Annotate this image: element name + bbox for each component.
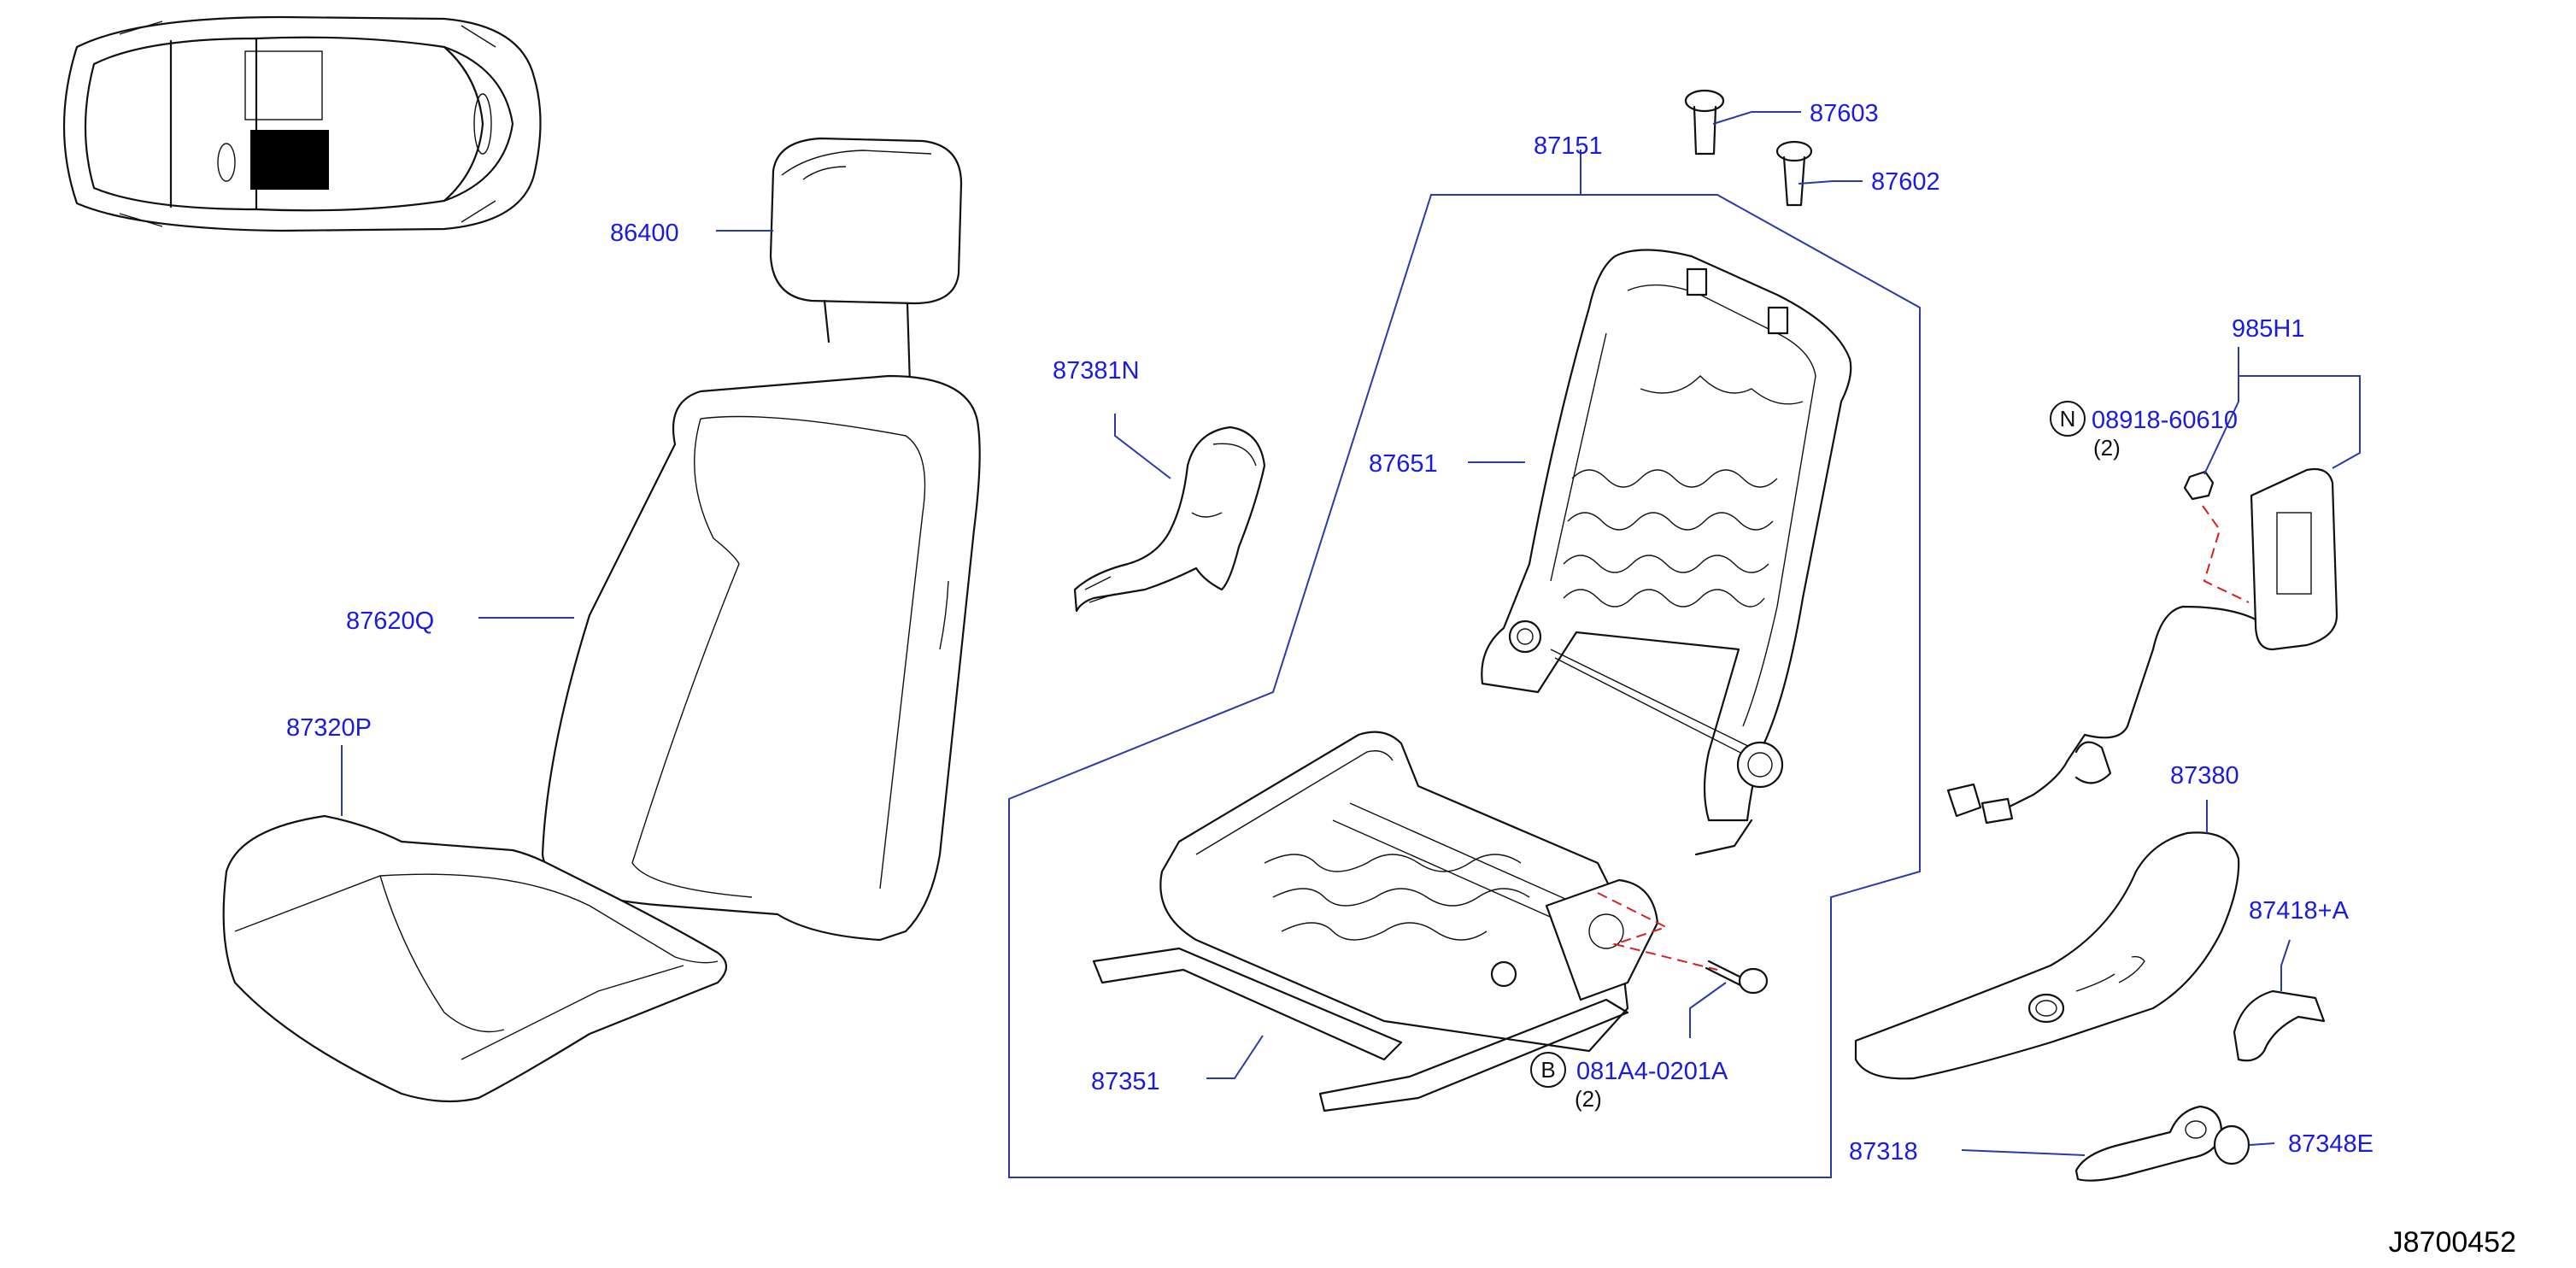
b-callout-letter: B — [1540, 1057, 1555, 1083]
vehicle-locator-icon — [62, 15, 542, 232]
seat-location-highlight — [250, 130, 329, 190]
part-label-87318: 87318 — [1849, 1138, 1918, 1165]
cover-87418A-part — [2233, 989, 2326, 1062]
quantity-08918-60610: (2) — [2093, 435, 2121, 461]
reclining-knob-87318-part — [2074, 1105, 2223, 1182]
part-label-985H1: 985H1 — [2232, 315, 2304, 343]
part-label-87620Q: 87620Q — [346, 608, 434, 635]
inner-side-cover-part — [1073, 426, 1266, 613]
seat-back-frame-part — [1481, 249, 1852, 856]
part-label-86400: 86400 — [610, 220, 679, 247]
n-callout-letter: N — [2060, 406, 2076, 431]
part-label-87348E: 87348E — [2288, 1130, 2374, 1158]
leader-lines — [341, 111, 2361, 1156]
cap-87348E-part — [2213, 1124, 2250, 1165]
part-label-87381N: 87381N — [1053, 357, 1140, 385]
headrest-part — [769, 137, 963, 386]
side-airbag-module-part — [1946, 467, 2338, 825]
seat-cushion-frame-part — [1092, 731, 1659, 1112]
part-label-87151: 87151 — [1534, 132, 1603, 160]
part-label-87320P: 87320P — [286, 714, 372, 742]
airbag-dash-line — [2202, 505, 2250, 603]
bolt-081A4-part — [1705, 960, 1769, 995]
diagram-reference-id: J8700452 — [2389, 1226, 2516, 1259]
part-label-08918-60610: 08918-60610 — [2092, 407, 2238, 434]
part-label-87418A: 87418+A — [2249, 897, 2350, 925]
headrest-guide-87602-part — [1775, 140, 1813, 207]
fastener-dash-line — [1597, 892, 1718, 971]
part-label-87651: 87651 — [1369, 450, 1438, 478]
frame-assembly-boundary — [1008, 194, 1921, 1178]
part-label-081A4-0201A: 081A4-0201A — [1576, 1058, 1728, 1085]
part-label-87351: 87351 — [1091, 1068, 1160, 1095]
quantity-081A4-0201A: (2) — [1575, 1086, 1602, 1112]
outer-side-finisher-part — [1854, 831, 2240, 1080]
b-callout-marker: B — [1530, 1052, 1566, 1088]
part-label-87380: 87380 — [2170, 762, 2239, 790]
seat-back-cover-part — [541, 374, 981, 942]
headrest-guide-87603-part — [1684, 89, 1725, 156]
part-label-87603: 87603 — [1810, 100, 1879, 127]
part-label-87602: 87602 — [1871, 168, 1940, 196]
n-callout-marker: N — [2050, 401, 2086, 437]
seat-cushion-cover-part — [222, 814, 728, 1103]
